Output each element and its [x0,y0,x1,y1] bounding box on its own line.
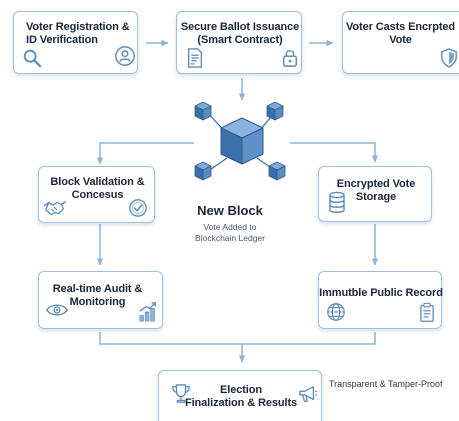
trophy-icon [172,384,190,403]
step-ballot-issuance: Secure Ballot Issuance (Smart Contract) [176,11,302,74]
step-voter-registration-label: Voter Registration & ID Verification [26,21,130,46]
megaphone-icon [299,386,317,402]
lock-icon [282,50,298,67]
user-id-icon [115,46,135,66]
step-finalization-label: Election Finalization & Results [184,384,298,409]
step-ballot-issuance-label: Secure Ballot Issuance (Smart Contract) [180,21,300,46]
step-voter-casts-vote: Voter Casts Encrpted Vote [342,11,459,74]
step-block-validation-label: Block Validation & Concesus [50,176,145,201]
step-public-record: Immutble Public Record [318,271,443,329]
eye-icon [46,304,68,316]
globe-icon [327,303,345,321]
shield-icon [441,48,457,68]
new-block-subtitle: Vote Added to Blockchain Ledger [195,222,265,243]
step-voter-registration: Voter Registration & ID Verification [13,11,138,74]
growth-chart-icon [139,302,156,322]
step-audit-monitoring-label: Real-time Audit & Monitoring [52,283,143,308]
step-voter-casts-vote-label: Voter Casts Encrpted Vote [345,21,456,46]
checkmark-badge-icon [129,199,147,217]
blockchain-cubes-icon [194,101,286,181]
step-encrypted-storage-label: Encrypted Vote Storage [336,178,416,203]
step-public-record-label: Immutble Public Record [319,287,443,299]
new-block-title: New Block [197,203,263,218]
step-finalization: Election Finalization & Results [158,370,322,421]
step-block-validation: Block Validation & Concesus [38,166,155,223]
contract-document-icon [187,48,203,68]
step-encrypted-storage: Encrypted Vote Storage [318,166,432,222]
database-icon [329,191,345,213]
handshake-icon [43,200,67,216]
clipboard-icon [420,302,434,322]
step-audit-monitoring: Real-time Audit & Monitoring [38,271,163,329]
magnifier-icon [23,49,42,68]
transparency-note: Transparent & Tamper-Proof [329,379,443,389]
